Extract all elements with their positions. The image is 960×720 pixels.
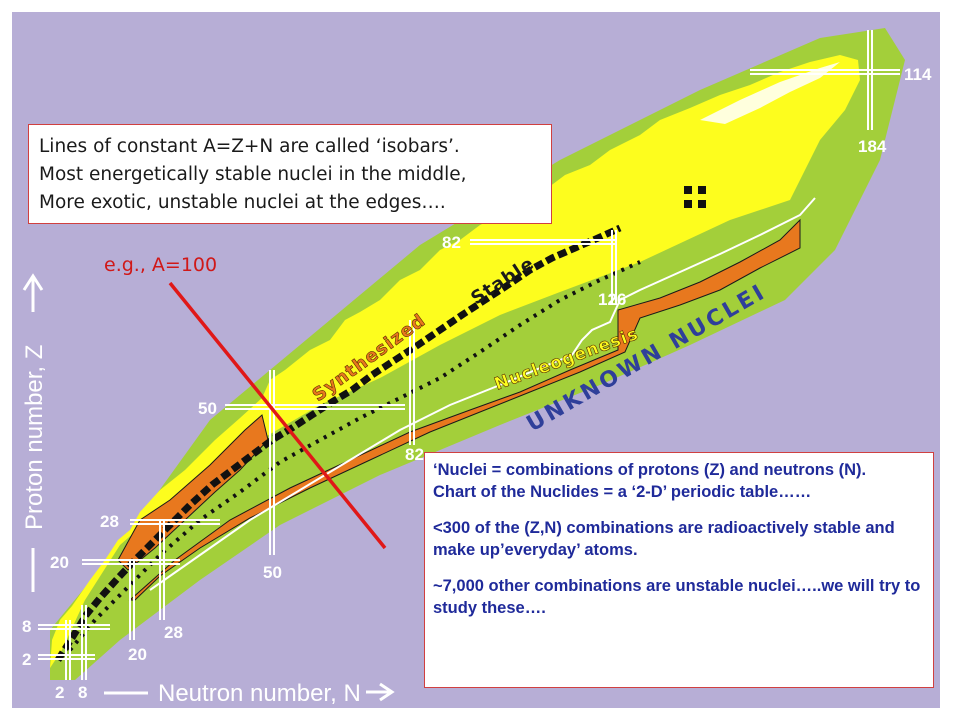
- isobar-line-a100: [168, 281, 387, 550]
- callout-line: Lines of constant A=Z+N are called ‘isob…: [39, 136, 460, 157]
- magic-n-28: 28: [164, 623, 183, 642]
- callout-paragraph: <300 of the (Z,N) combinations are radio…: [433, 519, 895, 559]
- upper-tip-highlight: [700, 62, 840, 124]
- paragraph-spacer: [433, 561, 925, 575]
- y-axis-arrow-icon: [22, 273, 44, 312]
- magic-number-labels: 2 8 20 28 50 82 114 2 8 20 28 50 82 126 …: [22, 65, 932, 702]
- magic-n-20: 20: [128, 645, 147, 664]
- nuclei-callout: ‘Nuclei = combinations of protons (Z) an…: [424, 452, 934, 688]
- magic-z-50: 50: [198, 399, 217, 418]
- callout-paragraph: ~7,000 other combinations are unstable n…: [433, 577, 921, 617]
- drip-boundary-line: [149, 197, 816, 591]
- x-axis-label: Neutron number, N: [158, 680, 361, 707]
- x-axis-arrow-icon: [366, 682, 395, 702]
- synthesized-region: [50, 55, 860, 668]
- magic-n-8: 8: [78, 683, 87, 702]
- magic-z-2: 2: [22, 650, 31, 669]
- magic-number-lines: [38, 30, 900, 680]
- magic-z-82: 82: [442, 233, 461, 252]
- magic-z-8: 8: [22, 617, 31, 636]
- stable-tail-marks: [684, 186, 706, 208]
- stable-valley-dots: [68, 260, 641, 652]
- callout-paragraph: Chart of the Nuclides = a ‘2-D’ periodic…: [433, 483, 812, 501]
- isobar-label: e.g., A=100: [104, 254, 218, 276]
- paragraph-spacer: [433, 503, 925, 517]
- magic-n-2: 2: [55, 683, 64, 702]
- magic-z-28: 28: [100, 512, 119, 531]
- callout-line: Most energetically stable nuclei in the …: [39, 164, 467, 185]
- callout-line: More exotic, unstable nuclei at the edge…: [39, 192, 446, 213]
- callout-paragraph: ‘Nuclei = combinations of protons (Z) an…: [433, 461, 867, 479]
- y-axis-label: Proton number, Z: [21, 345, 48, 530]
- magic-n-50: 50: [263, 563, 282, 582]
- magic-n-184: 184: [858, 137, 887, 156]
- magic-n-82: 82: [405, 445, 424, 464]
- isobars-callout: Lines of constant A=Z+N are called ‘isob…: [28, 124, 552, 224]
- magic-z-20: 20: [50, 553, 69, 572]
- magic-z-114: 114: [904, 65, 932, 84]
- magic-n-126: 126: [598, 290, 626, 309]
